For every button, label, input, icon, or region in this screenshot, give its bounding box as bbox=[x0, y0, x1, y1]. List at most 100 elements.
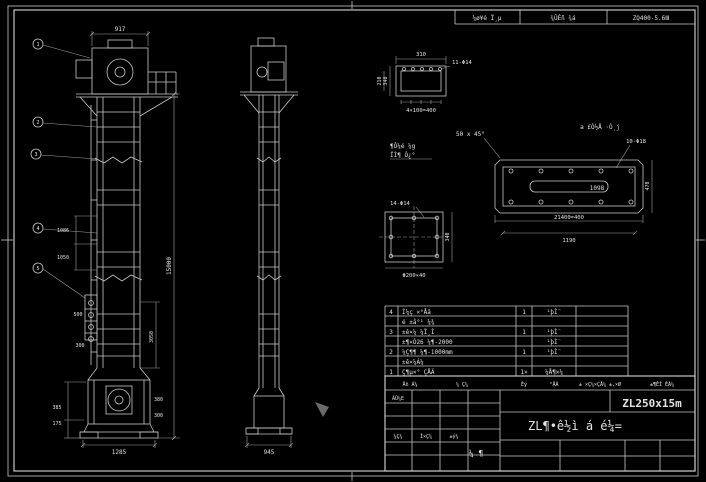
chamfer-note: 50 x 45° bbox=[456, 131, 501, 159]
svg-text:340: 340 bbox=[445, 232, 451, 241]
front-left-dims: 1086 1050 500 300 385 175 bbox=[52, 215, 97, 439]
stamp-cell: ÃÛ¼E bbox=[392, 395, 404, 402]
detail-long-plate: a £Ò½Å ·Ò¸j 10-Φ18 1098 470 21400=400 11… bbox=[494, 124, 653, 244]
svg-text:50 x 45°: 50 x 45° bbox=[456, 131, 485, 138]
product-name: ZL¶•ê½ì á é¼= bbox=[528, 419, 622, 433]
holes-label-10: 10-Φ18 bbox=[626, 139, 646, 145]
svg-text:380: 380 bbox=[154, 397, 163, 403]
svg-text:1: 1 bbox=[522, 329, 526, 336]
svg-text:1050: 1050 bbox=[57, 255, 69, 261]
svg-text:±ê×¼ ¼Ï¸Ì: ±ê×¼ ¼Ï¸Ì bbox=[402, 329, 435, 336]
front-view-elevator: 917 bbox=[30, 26, 180, 456]
svg-text:¹þÌ¨: ¹þÌ¨ bbox=[547, 339, 561, 346]
svg-text:385: 385 bbox=[52, 405, 61, 411]
balloon-5: 5 bbox=[36, 266, 39, 272]
bom-row: é ±å°¹ ¼¾ bbox=[402, 319, 435, 326]
balloon-4: 4 bbox=[36, 226, 39, 232]
svg-text:917: 917 bbox=[115, 26, 126, 33]
balloon-2: 2 bbox=[36, 120, 39, 126]
svg-text:500: 500 bbox=[73, 312, 82, 318]
svg-text:¼Å¶×¼: ¼Å¶×¼ bbox=[545, 369, 563, 376]
svg-text:470: 470 bbox=[645, 181, 651, 190]
section-marker-blob bbox=[315, 402, 329, 417]
front-right-dims: 15000 3050 380 300 bbox=[140, 91, 180, 441]
balloon-1: 1 bbox=[36, 42, 39, 48]
detail-small-plate: 14-Φ14 340 Φ200×40 bbox=[379, 201, 453, 279]
dim-917: 917 bbox=[89, 26, 151, 46]
svg-text:945: 945 bbox=[264, 449, 275, 456]
bom-row: 1 Ç¶µ×° ÇÅÄ 1× ¼Å¶×¼ bbox=[389, 369, 563, 376]
bom-row: 4 Í¼ç ×°Åä 1 ¹þÌ¨ bbox=[389, 308, 561, 316]
title-block: Åõ Á¼ ¼ Ç¼ Êý ²ÄÁ ± ×Ç¼×ÇÅ¼ ±,×Ø ±¶ÊÌ ÊÁ… bbox=[384, 375, 696, 472]
note-line-2: ÏÌ¶ Ò¿° bbox=[390, 152, 415, 159]
detail-channel-section: 310 11-Φ14 340 210 4×100=400 ¶Ô¼é ¼g ÏÌ¶… bbox=[377, 52, 473, 160]
svg-text:¹þÌ¨: ¹þÌ¨ bbox=[547, 349, 561, 356]
note-line-1: ¶Ô¼é ¼g bbox=[390, 143, 416, 150]
balloon-3: 3 bbox=[34, 152, 37, 158]
svg-text:é ±å°¹ ¼¾: é ±å°¹ ¼¾ bbox=[402, 319, 435, 326]
svg-text:1: 1 bbox=[522, 309, 526, 316]
drawing-type-label: ¼ ¶ bbox=[469, 449, 484, 458]
dim-1285: 1285 bbox=[80, 440, 158, 456]
mark-cell-2: Ì×Ç¼ bbox=[420, 433, 432, 440]
elevator-head bbox=[75, 39, 178, 117]
svg-text:340: 340 bbox=[383, 76, 389, 85]
top-title-strip: ¼ø¥é Ï¸µ ¾ÛÊñ ¾á ZQ400-5.6Ⅲ bbox=[454, 10, 695, 25]
side-view-elevator: 945 bbox=[240, 37, 298, 456]
svg-text:3050: 3050 bbox=[149, 331, 155, 343]
title-block-note: ±¶ÊÌ ÊÁ¼ bbox=[650, 380, 674, 388]
svg-text:3: 3 bbox=[389, 329, 393, 336]
svg-text:15000: 15000 bbox=[166, 257, 173, 275]
detail-b-title: a £Ò½Å ·Ò¸j bbox=[580, 124, 620, 131]
bom-row: ±¶×Ó26 ¼¶-2000 ¹þÌ¨ bbox=[402, 339, 561, 346]
svg-text:±¶×Ó26 ¼¶-2000: ±¶×Ó26 ¼¶-2000 bbox=[402, 339, 453, 346]
svg-text:1: 1 bbox=[389, 369, 393, 376]
svg-text:21400=400: 21400=400 bbox=[554, 215, 584, 221]
svg-text:175: 175 bbox=[52, 421, 61, 427]
svg-text:1×: 1× bbox=[520, 369, 528, 376]
bom-header-5: ± ×Ç¼×ÇÅ¼ ±,×Ø bbox=[579, 381, 621, 388]
svg-text:2: 2 bbox=[389, 349, 393, 356]
svg-text:¹þÌ¨: ¹þÌ¨ bbox=[547, 329, 561, 336]
strip-cell-2: ¾ÛÊñ ¾á bbox=[550, 14, 576, 22]
bom-row: ±ê×¼Á¼ bbox=[402, 359, 424, 366]
svg-text:4: 4 bbox=[389, 309, 393, 316]
strip-cell-1: ¼ø¥é Ï¸µ bbox=[473, 15, 502, 22]
model-number: ZL250x15m bbox=[622, 397, 682, 410]
svg-text:300: 300 bbox=[75, 343, 84, 349]
bom-header-4: ²ÄÁ bbox=[549, 381, 558, 388]
svg-text:300: 300 bbox=[154, 413, 163, 419]
takeup-pulley-circle bbox=[107, 388, 131, 412]
elevator-boot bbox=[79, 367, 159, 439]
elevator-casing bbox=[90, 97, 143, 368]
svg-text:1285: 1285 bbox=[112, 449, 127, 456]
svg-text:¼Ç¶¶ ¼¶-1000mm: ¼Ç¶¶ ¼¶-1000mm bbox=[402, 349, 453, 356]
svg-text:1098: 1098 bbox=[590, 185, 605, 192]
svg-text:Φ200×40: Φ200×40 bbox=[402, 273, 425, 279]
strip-cell-3: ZQ400-5.6Ⅲ bbox=[633, 15, 670, 22]
bucket-chain-detail bbox=[84, 294, 98, 342]
svg-text:Ç¶µ×° ÇÅÄ: Ç¶µ×° ÇÅÄ bbox=[402, 369, 435, 376]
svg-text:Í¼ç ×°Åä: Í¼ç ×°Åä bbox=[402, 308, 431, 316]
svg-text:310: 310 bbox=[416, 52, 426, 58]
holes-label-11: 11-Φ14 bbox=[452, 60, 473, 66]
svg-text:1: 1 bbox=[522, 349, 526, 356]
bom-header-2: ¼ Ç¼ bbox=[456, 382, 468, 388]
svg-text:±ê×¼Á¼: ±ê×¼Á¼ bbox=[402, 359, 424, 366]
dim-945: 945 bbox=[244, 436, 294, 456]
svg-text:210: 210 bbox=[377, 76, 383, 85]
mark-cell-1: ¼Ç¼ bbox=[393, 434, 402, 440]
bom-table: 4 Í¼ç ×°Åä 1 ¹þÌ¨ é ±å°¹ ¼¾ 3 ±ê×¼ ¼Ï¸Ì … bbox=[384, 305, 629, 376]
head-pulley-circle bbox=[106, 58, 134, 86]
svg-text:1190: 1190 bbox=[562, 238, 575, 244]
mark-cell-3: ±ý¼ bbox=[449, 433, 458, 440]
bom-row: 2 ¼Ç¶¶ ¼¶-1000mm 1 ¹þÌ¨ bbox=[389, 349, 561, 356]
bom-header-1: Åõ Á¼ bbox=[402, 381, 417, 388]
bom-header-3: Êý bbox=[521, 380, 527, 388]
svg-text:¹þÌ¨: ¹þÌ¨ bbox=[547, 309, 561, 316]
svg-text:4×100=400: 4×100=400 bbox=[406, 108, 436, 114]
drive-motor bbox=[75, 59, 93, 79]
